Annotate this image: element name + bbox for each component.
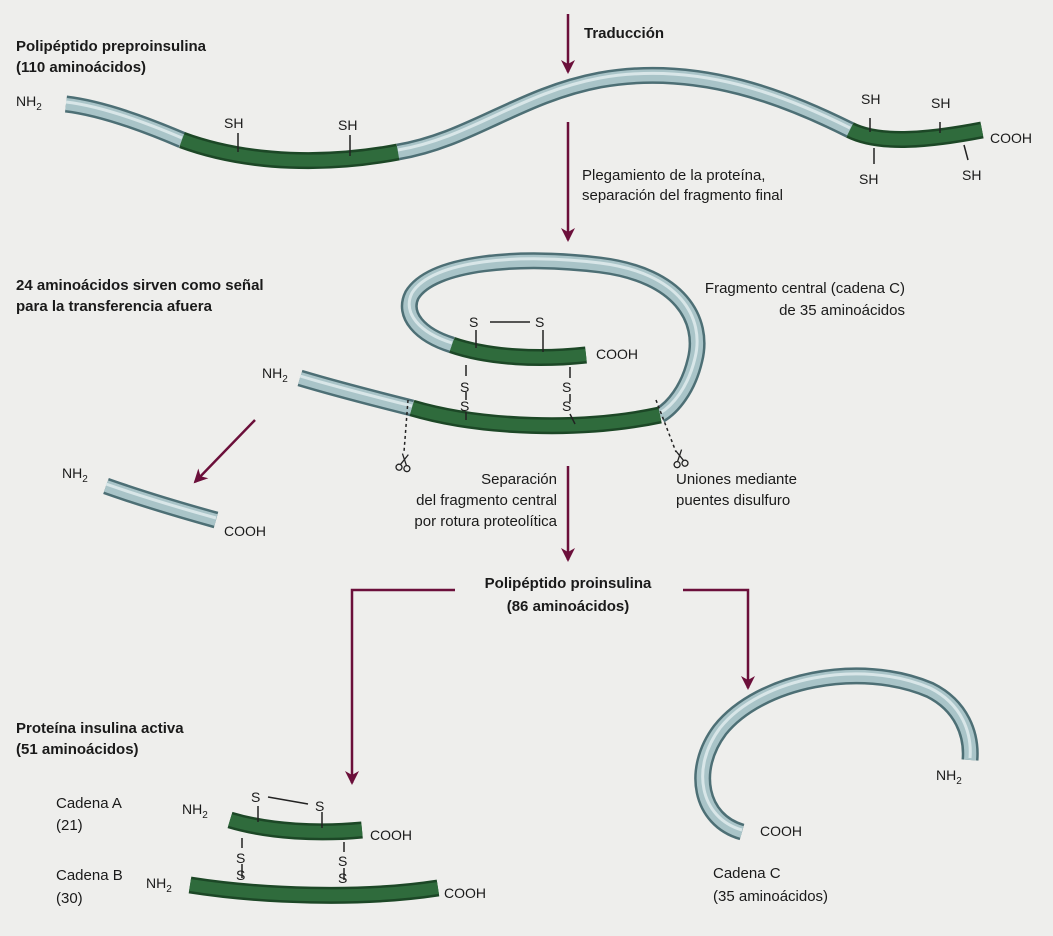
- signal-label: 24 aminoácidos sirven como señal: [16, 277, 264, 294]
- signal-peptide-fragment: [103, 477, 219, 529]
- bridges-label: puentes disulfuro: [676, 492, 790, 509]
- folded-chain-labels: S S S S S S COOH NH2: [262, 314, 638, 414]
- cooh-label: COOH: [596, 346, 638, 362]
- active-insulin-title: Proteína insulina activa: [16, 720, 184, 737]
- sh-label: SH: [859, 171, 878, 187]
- separation-label: por rotura proteolítica: [414, 513, 557, 530]
- annotation-labels: Traducción Polipéptido preproinsulina (1…: [16, 25, 905, 907]
- folded-preproinsulin: [297, 252, 706, 453]
- arrow-to-chain-c: [683, 588, 755, 690]
- chain-a-name: Cadena A: [56, 795, 122, 812]
- s-label: S: [562, 398, 571, 414]
- cooh-label: COOH: [760, 823, 802, 839]
- nh2-label: NH2: [182, 801, 208, 821]
- sh-label: SH: [861, 91, 880, 107]
- proinsulin-count: (86 aminoácidos): [507, 598, 630, 615]
- s-label: S: [460, 398, 469, 414]
- separation-label: del fragmento central: [416, 492, 557, 509]
- folding-label: Plegamiento de la proteína,: [582, 167, 765, 184]
- sh-label: SH: [962, 167, 981, 183]
- s-label: S: [236, 867, 245, 883]
- s-label: S: [535, 314, 544, 330]
- active-insulin-count: (51 aminoácidos): [16, 741, 139, 758]
- central-fragment-label: Fragmento central (cadena C): [705, 280, 905, 297]
- cooh-label: COOH: [370, 827, 412, 843]
- chain-c: [694, 667, 979, 841]
- cooh-label: COOH: [444, 885, 486, 901]
- arrow-to-insulin: [345, 588, 455, 785]
- s-label: S: [338, 870, 347, 886]
- s-label: S: [460, 379, 469, 395]
- folding-label: separación del fragmento final: [582, 187, 783, 204]
- sh-label: SH: [931, 95, 950, 111]
- s-label: S: [562, 379, 571, 395]
- cooh-label: COOH: [224, 523, 266, 539]
- nh2-label: NH2: [16, 93, 42, 113]
- cooh-label: COOH: [990, 130, 1032, 146]
- s-label: S: [315, 798, 324, 814]
- nh2-label: NH2: [62, 465, 88, 485]
- central-fragment-label: de 35 aminoácidos: [779, 302, 905, 319]
- active-insulin: [188, 796, 440, 904]
- s-label: S: [251, 789, 260, 805]
- s-label: S: [338, 853, 347, 869]
- s-label: S: [236, 850, 245, 866]
- preproinsulin-chain: [64, 66, 984, 170]
- sh-label: SH: [338, 117, 357, 133]
- chain-c-count: (35 aminoácidos): [713, 888, 828, 905]
- separation-label: Separación: [481, 471, 557, 488]
- arrow-signal-removal: [193, 419, 256, 484]
- s-label: S: [469, 314, 478, 330]
- chain-a-count: (21): [56, 817, 83, 834]
- chain-c-name: Cadena C: [713, 865, 781, 882]
- flow-arrows: [193, 14, 755, 785]
- preproinsulin-title: Polipéptido preproinsulina: [16, 38, 207, 55]
- chain-b-name: Cadena B: [56, 867, 123, 884]
- translation-label: Traducción: [584, 25, 664, 42]
- bridges-label: Uniones mediante: [676, 471, 797, 488]
- nh2-label: NH2: [146, 875, 172, 895]
- scissors-icon: [673, 449, 689, 469]
- active-insulin-labels: S S S S S S NH2 NH2 COOH COOH: [146, 789, 486, 901]
- preproinsulin-count: (110 aminoácidos): [16, 59, 146, 76]
- proinsulin-title: Polipéptido proinsulina: [485, 575, 652, 592]
- sh-label: SH: [224, 115, 243, 131]
- nh2-label: NH2: [936, 767, 962, 787]
- preproinsulin-labels: NH2 SH SH SH SH SH SH COOH: [16, 91, 1032, 187]
- nh2-label: NH2: [262, 365, 288, 385]
- scissors-icon: [395, 453, 411, 473]
- chain-b-count: (30): [56, 890, 83, 907]
- signal-label: para la transferencia afuera: [16, 298, 213, 315]
